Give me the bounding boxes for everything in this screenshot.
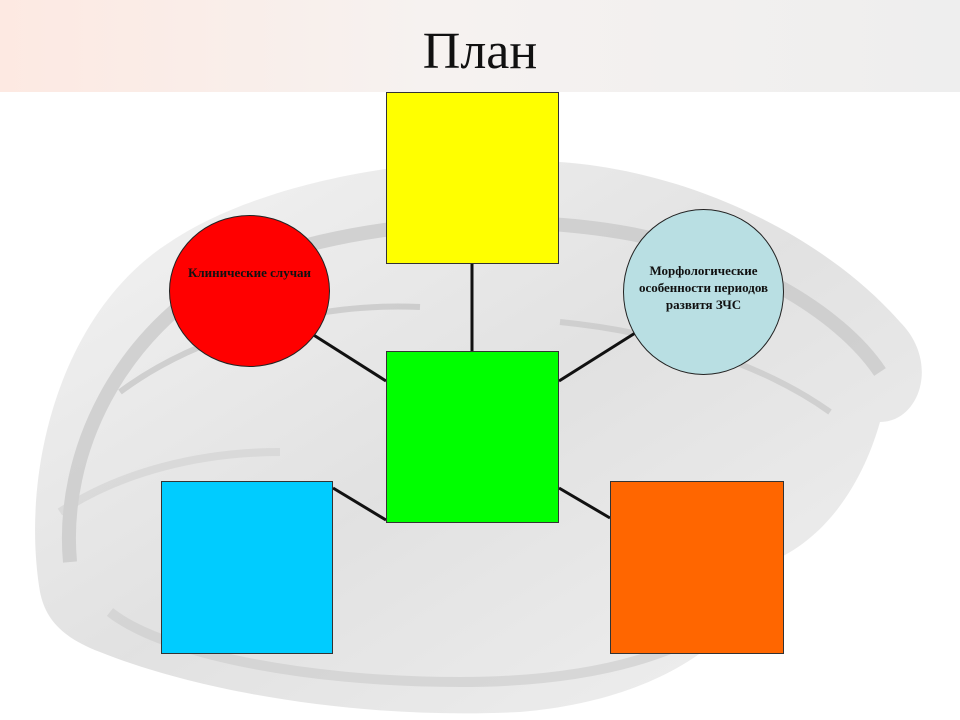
morphological-features-circle: Морфологические особенности периодов раз… bbox=[623, 209, 784, 375]
center-green-square bbox=[386, 351, 559, 523]
bottom-right-orange-square bbox=[610, 481, 784, 654]
connector-circle-left bbox=[311, 332, 387, 383]
connector-circle-right bbox=[558, 328, 641, 383]
connector-bottom-left bbox=[332, 486, 387, 522]
slide-title: План bbox=[422, 23, 538, 80]
title-band bbox=[0, 0, 960, 92]
top-yellow-square bbox=[386, 92, 559, 264]
clinical-cases-label: Клинические случаи bbox=[187, 264, 312, 280]
connector-bottom-right bbox=[558, 486, 611, 520]
bottom-left-blue-square bbox=[161, 481, 333, 654]
morphological-features-label: Морфологические особенности периодов раз… bbox=[638, 262, 769, 312]
clinical-cases-circle: Клинические случаи bbox=[169, 215, 330, 367]
